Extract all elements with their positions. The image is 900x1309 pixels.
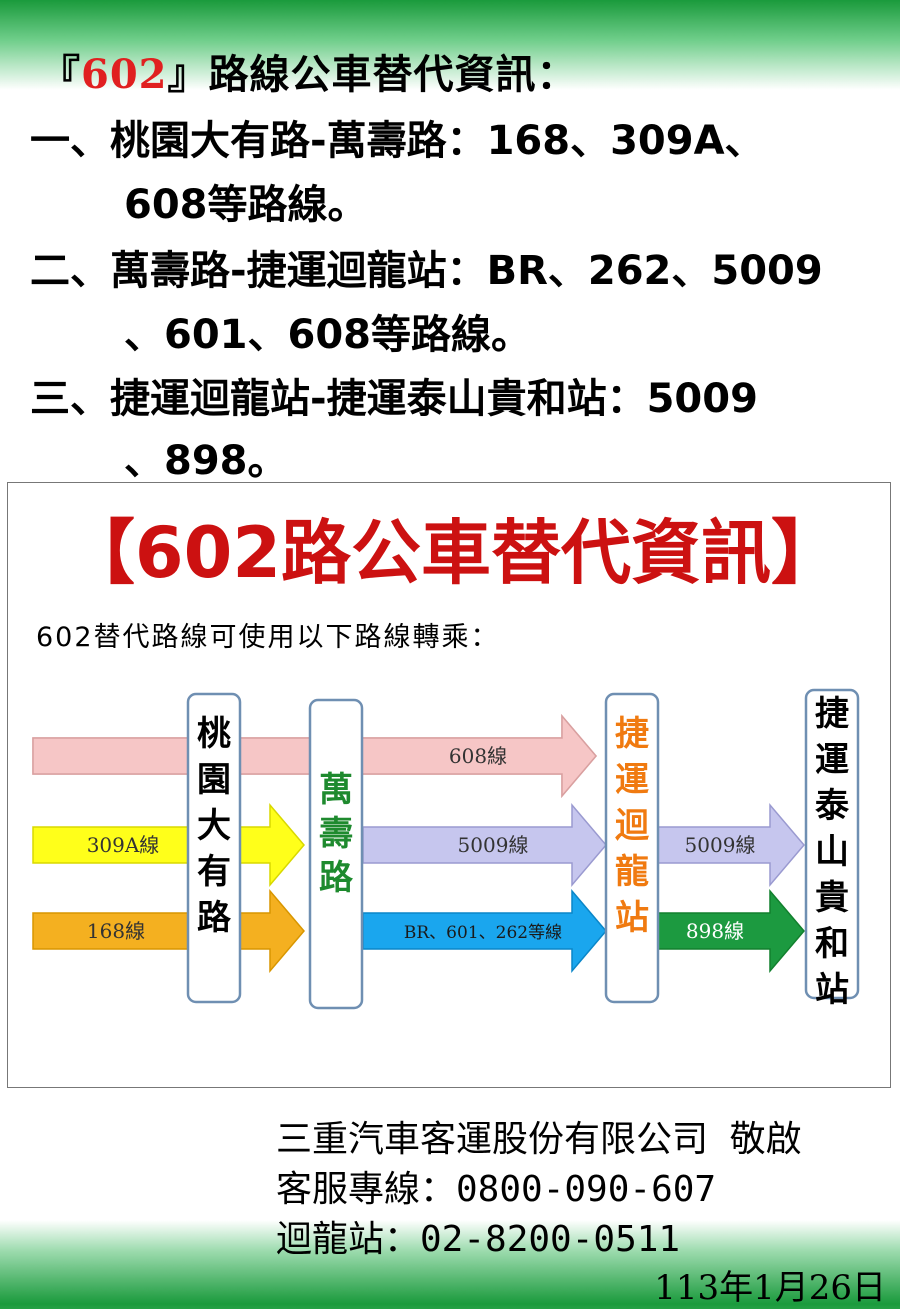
panel-title: 【602路公車替代資訊】 xyxy=(64,512,842,594)
arrow-label-6: BR、601、262等線 xyxy=(404,923,562,943)
item-2-prefix: 二、 xyxy=(30,248,110,294)
company-name: 三重汽車客運股份有限公司 敬啟 xyxy=(276,1119,802,1160)
item-3-prefix: 三、 xyxy=(30,376,110,422)
arrow-3 xyxy=(32,802,305,888)
arrow-4 xyxy=(32,888,305,974)
stop-box-2 xyxy=(308,698,364,1010)
title-text: 路線公車替代資訊： xyxy=(208,52,578,98)
arrow-6 xyxy=(362,888,607,974)
item-1: 一、桃園大有路-萬壽路：168、309A、 xyxy=(30,108,765,166)
stop-box-3 xyxy=(604,692,660,1004)
item-2-cont: 、601、608等路線。 xyxy=(124,312,531,358)
bracket-close: 』 xyxy=(167,52,209,98)
arrow-7 xyxy=(657,802,805,888)
panel-subtitle: 602替代路線可使用以下路線轉乘： xyxy=(36,622,500,653)
item-3-line1: 捷運迴龍站-捷運泰山貴和站：5009 xyxy=(110,376,758,422)
item-1-prefix: 一、 xyxy=(30,118,110,164)
station-phone: 迴龍站：02-8200-0511 xyxy=(276,1219,681,1260)
arrow-label-3: 309A線 xyxy=(87,833,160,857)
item-1-line1: 桃園大有路-萬壽路：168、309A、 xyxy=(110,118,765,164)
item-3-cont: 、898。 xyxy=(124,438,288,484)
stop-label-3: 捷運迴龍站 xyxy=(615,714,650,938)
arrow-label-4: 168線 xyxy=(87,919,145,943)
route-panel: 【602路公車替代資訊】 602替代路線可使用以下路線轉乘： 608線608線3… xyxy=(7,482,891,1088)
stop-label-1: 桃園大有路 xyxy=(197,714,232,938)
item-2-line1: 萬壽路-捷運迴龍站：BR、262、5009 xyxy=(110,248,823,294)
arrow-label-8: 898線 xyxy=(686,919,744,943)
stop-box-1 xyxy=(186,692,242,1004)
arrow-label-2: 608線 xyxy=(449,744,507,768)
route-number: 602 xyxy=(81,51,168,98)
notice-date: 113年1月26日 xyxy=(654,1268,886,1308)
arrow-label-7: 5009線 xyxy=(685,833,756,857)
item-2: 二、萬壽路-捷運迴龍站：BR、262、5009 xyxy=(30,238,823,296)
stop-box-4 xyxy=(804,688,860,1000)
stop-label-2: 萬壽路 xyxy=(319,770,354,898)
route-diagram: 608線608線309A線168線5009線BR、601、262等線5009線8… xyxy=(32,688,860,1010)
page-title: 『602』路線公車替代資訊： xyxy=(40,42,578,100)
item-1-cont: 608等路線。 xyxy=(124,182,368,228)
arrow-8 xyxy=(657,888,805,974)
arrow-5 xyxy=(362,802,607,888)
arrow-label-5: 5009線 xyxy=(458,833,529,857)
bracket-open: 『 xyxy=(40,52,81,98)
hotline: 客服專線：0800-090-607 xyxy=(276,1169,717,1210)
stop-label-4: 捷運泰山貴和站 xyxy=(815,694,850,1010)
item-3: 三、捷運迴龍站-捷運泰山貴和站：5009 xyxy=(30,366,758,424)
